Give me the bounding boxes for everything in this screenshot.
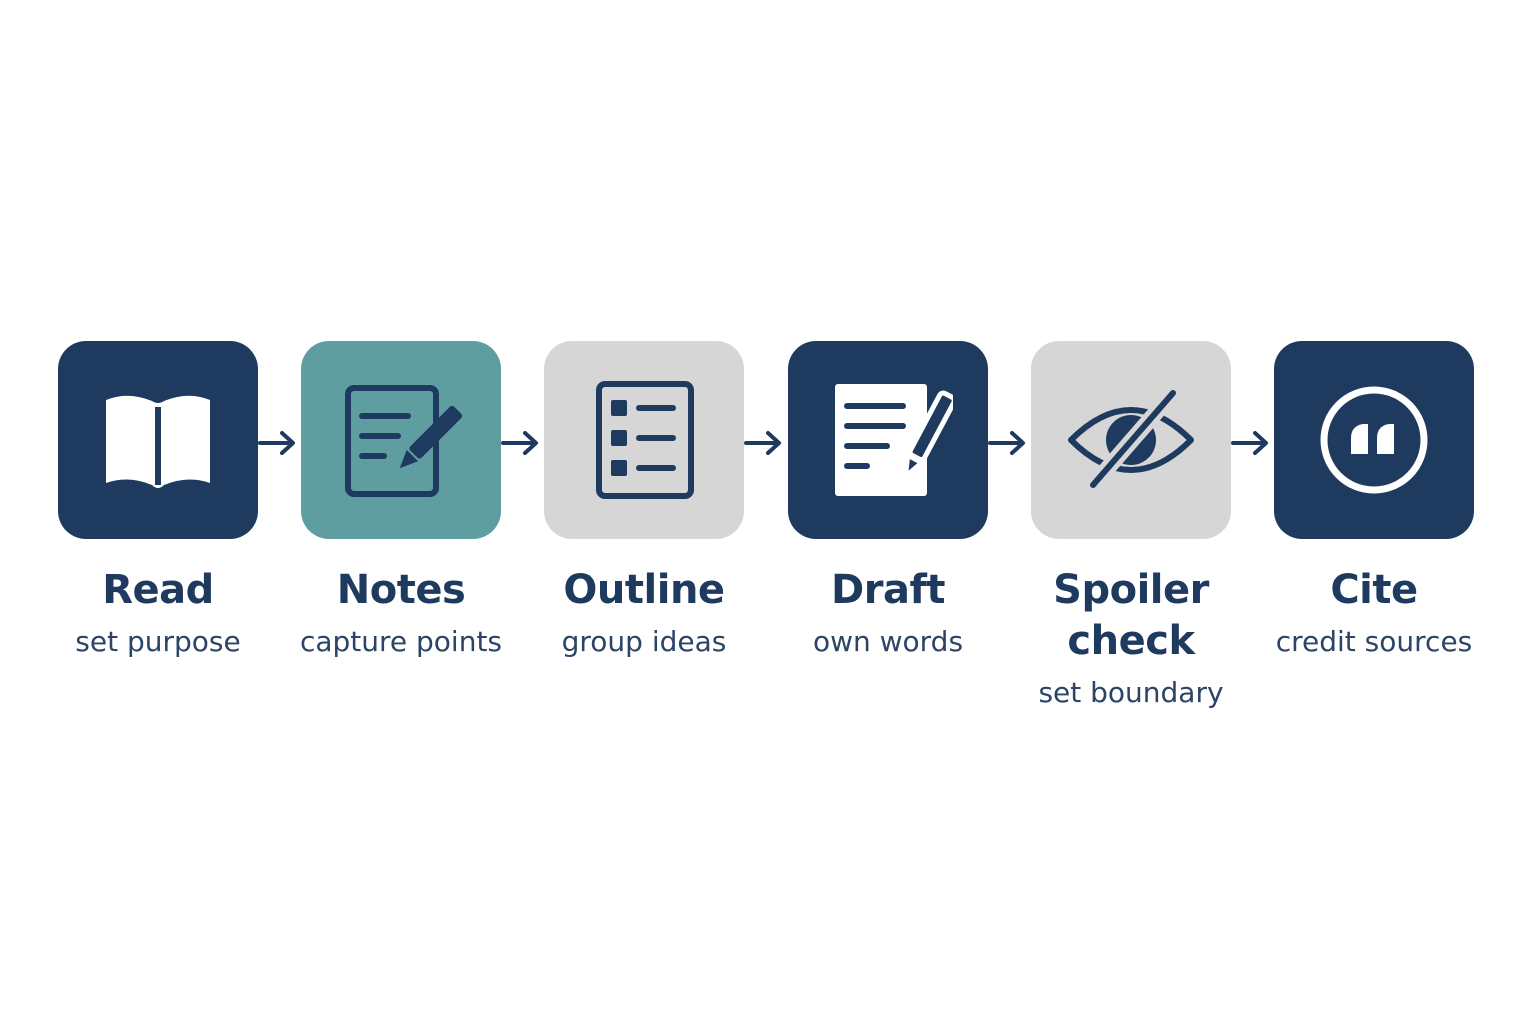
step-notes-subtitle: capture points <box>299 625 503 658</box>
arrow-icon <box>1231 431 1268 455</box>
step-draft: Draft own words <box>788 341 988 658</box>
tile-spoiler-check <box>1031 341 1231 539</box>
checklist-icon <box>596 381 694 499</box>
step-spoiler-check-subtitle: set boundary <box>1038 676 1224 709</box>
step-draft-title: Draft <box>831 567 945 613</box>
arrow-icon <box>501 431 538 455</box>
arrow-icon <box>744 431 781 455</box>
step-notes: Notes capture points <box>300 341 502 658</box>
step-outline-subtitle: group ideas <box>561 625 727 658</box>
step-spoiler-check-title: Spoiler check <box>991 565 1271 667</box>
step-read-title: Read <box>102 567 214 613</box>
step-outline-title: Outline <box>563 567 725 613</box>
arrow-icon <box>258 431 295 455</box>
arrow-icon <box>988 431 1025 455</box>
tile-draft <box>788 341 988 539</box>
step-cite-subtitle: credit sources <box>1275 625 1473 658</box>
quote-icon <box>1320 386 1428 494</box>
step-spoiler-check-title-text: Spoiler check <box>1053 567 1209 664</box>
document-pencil-icon <box>835 384 953 496</box>
step-notes-title: Notes <box>336 567 466 613</box>
notepad-pencil-icon <box>345 385 463 497</box>
step-read: Read set purpose <box>58 341 258 658</box>
tile-notes <box>301 341 501 539</box>
step-cite-title: Cite <box>1330 567 1418 613</box>
eye-slash-icon <box>1068 385 1194 493</box>
step-cite: Cite credit sources <box>1274 341 1474 658</box>
step-read-subtitle: set purpose <box>75 625 241 658</box>
step-outline: Outline group ideas <box>544 341 744 658</box>
step-draft-subtitle: own words <box>812 625 964 658</box>
tile-outline <box>544 341 744 539</box>
tile-read <box>58 341 258 539</box>
step-spoiler-check: Spoiler check set boundary <box>1031 341 1231 709</box>
open-book-icon <box>106 395 210 488</box>
tile-cite <box>1274 341 1474 539</box>
